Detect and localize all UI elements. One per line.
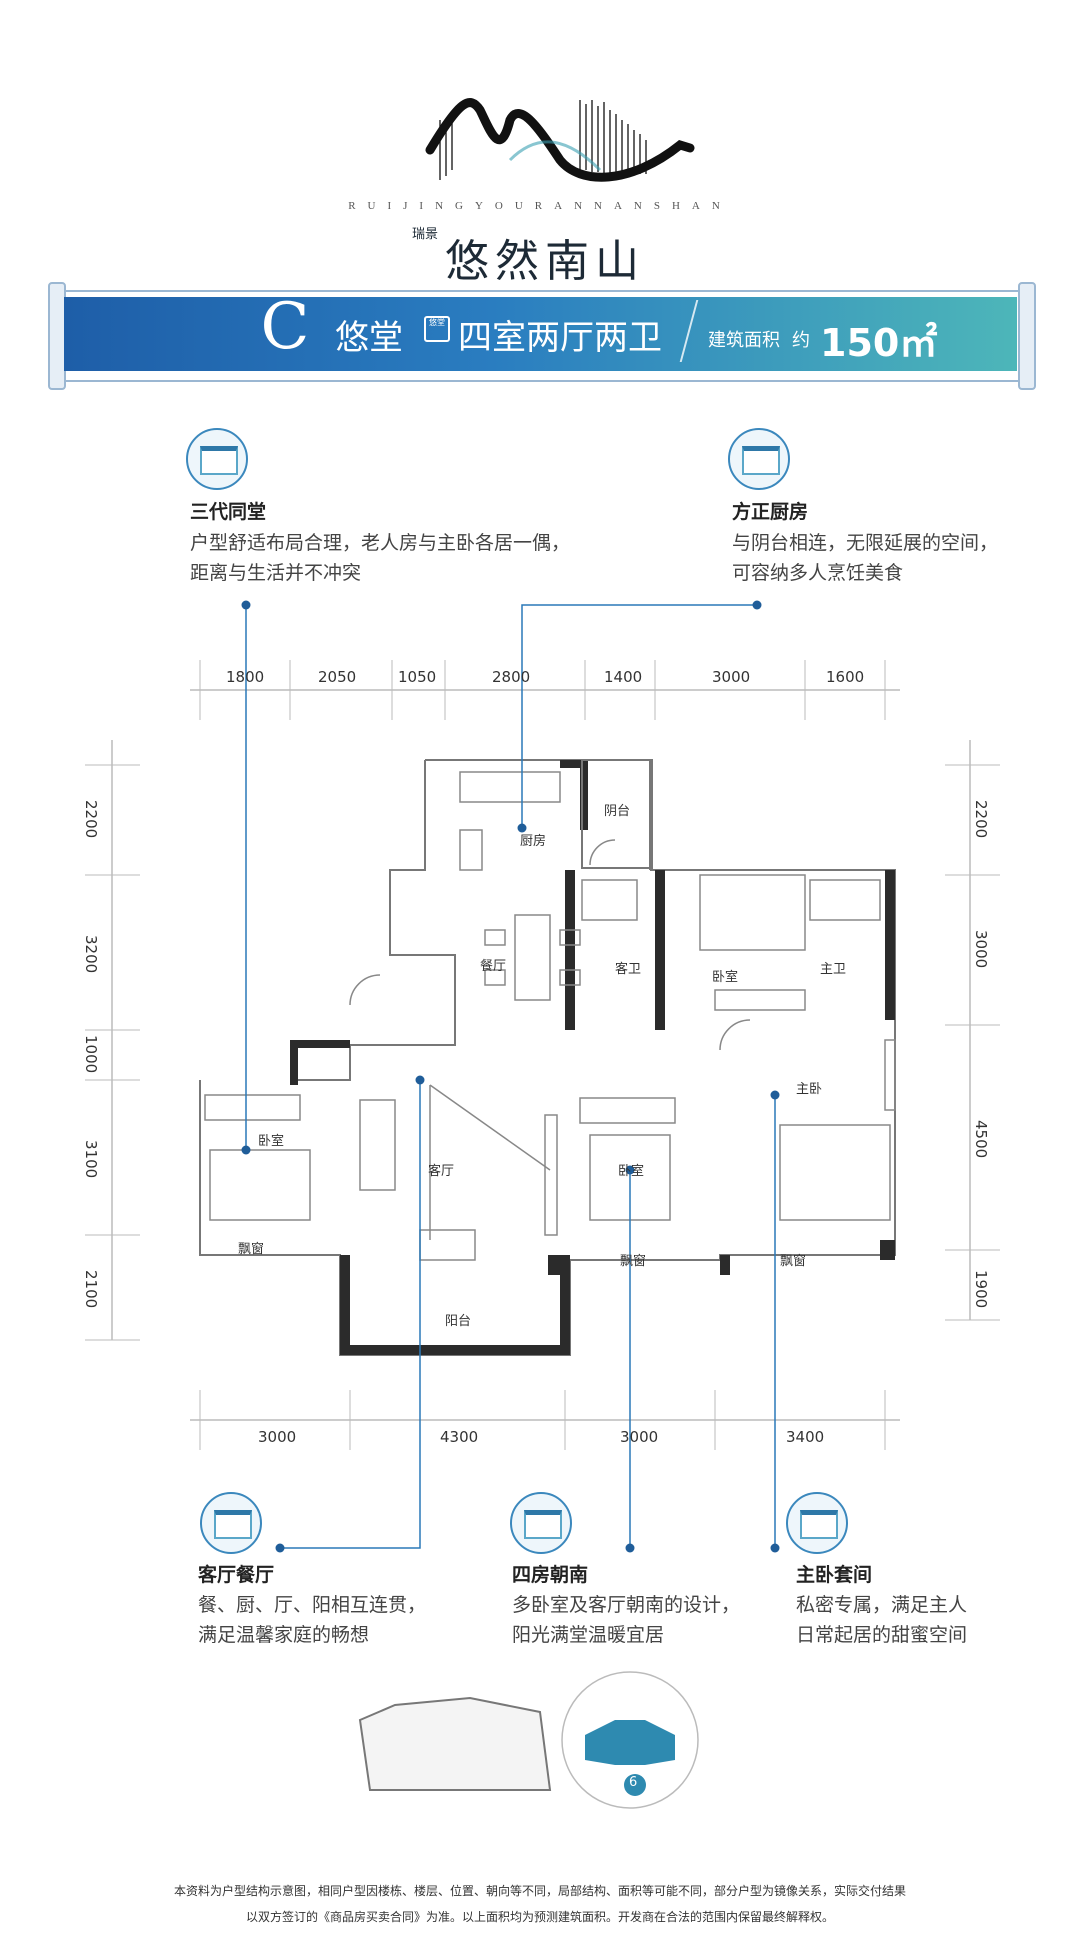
room-south-bedroom: 卧室 xyxy=(618,1164,645,1179)
dim-bottom-2: 4300 xyxy=(440,1428,479,1446)
area-value: 150㎡ xyxy=(820,321,938,365)
furniture xyxy=(204,771,896,1261)
area-approx-icon: 约 xyxy=(792,330,810,351)
room-master-bath: 主卫 xyxy=(820,962,847,977)
bay-window-south: 飘窗 xyxy=(620,1254,647,1269)
feature-title-3: 客厅餐厅 xyxy=(198,1564,275,1586)
dim-top-3: 1050 xyxy=(398,668,437,686)
unit-rooms: 四室两厅两卫 xyxy=(458,318,662,358)
room-south-balcony: 阳台 xyxy=(445,1314,472,1329)
room-kitchen: 厨房 xyxy=(520,834,547,849)
room-guest-bath: 客卫 xyxy=(615,962,642,977)
dim-right-3: 4500 xyxy=(972,1120,990,1159)
dim-right-2: 3000 xyxy=(972,930,990,969)
dimension-lines xyxy=(85,660,1000,1450)
feature-text-1: 户型舒适布局合理，老人房与主卧各居一偶，距离与生活并不冲突 xyxy=(190,532,571,584)
feature-icon-5 xyxy=(786,1492,848,1554)
banner-scroll-right xyxy=(1018,282,1036,390)
bay-window-master: 飘窗 xyxy=(780,1254,807,1269)
room-living: 客厅 xyxy=(428,1164,455,1179)
dim-left-4: 3100 xyxy=(82,1140,100,1179)
dim-bottom-3: 3000 xyxy=(620,1428,659,1446)
feature-icon-4 xyxy=(510,1492,572,1554)
dim-bottom-4: 3400 xyxy=(786,1428,825,1446)
dim-right-1: 2200 xyxy=(972,800,990,839)
room-west-bedroom: 卧室 xyxy=(258,1134,285,1149)
logo-english: RUIJINGYOURANNANSHAN xyxy=(348,200,732,212)
room-master-bedroom: 主卧 xyxy=(796,1082,823,1097)
banner-frame xyxy=(52,290,1029,382)
leader-dots xyxy=(241,600,780,1553)
feature-text-3: 餐、厨、厅、阳相互连贯，满足温馨家庭的畅想 xyxy=(198,1594,427,1646)
room-dining: 餐厅 xyxy=(480,959,507,974)
bay-window-west: 飘窗 xyxy=(238,1242,265,1257)
disclaimer-line-1: 本资料为户型结构示意图，相同户型因楼栋、楼层、位置、朝向等不同，局部结构、面积等… xyxy=(173,1884,906,1898)
feature-icon-1 xyxy=(186,428,248,490)
dim-top-2: 2050 xyxy=(318,668,357,686)
feature-title-1: 三代同堂 xyxy=(190,501,267,523)
site-plan xyxy=(358,1671,699,1809)
logo-sub: 瑞景 xyxy=(412,227,439,242)
dim-left-3: 1000 xyxy=(82,1035,100,1074)
room-north-bedroom: 卧室 xyxy=(712,970,739,985)
area-label: 建筑面积 xyxy=(708,330,780,351)
feature-title-2: 方正厨房 xyxy=(732,501,809,523)
feature-text-2: 与阴台相连，无限延展的空间，可容纳多人烹饪美食 xyxy=(732,532,999,584)
logo-mark xyxy=(425,98,695,182)
unit-name: 悠堂 xyxy=(335,318,403,358)
disclaimer: 本资料为户型结构示意图，相同户型因楼栋、楼层、位置、朝向等不同，局部结构、面积等… xyxy=(0,1878,1080,1930)
dim-top-6: 3000 xyxy=(712,668,751,686)
unit-tag-small: 悠堂 xyxy=(424,316,450,342)
feature-text-4: 多卧室及客厅朝南的设计，阳光满堂温暖宜居 xyxy=(512,1594,741,1646)
dim-right-4: 1900 xyxy=(972,1270,990,1309)
unit-letter: C xyxy=(260,290,310,364)
disclaimer-line-2: 以双方签订的《商品房买卖合同》为准。以上面积均为预测建筑面积。开发商在合法的范围… xyxy=(245,1910,834,1924)
dim-left-5: 2100 xyxy=(82,1270,100,1309)
feature-title-4: 四房朝南 xyxy=(512,1564,589,1586)
room-north-balcony: 阴台 xyxy=(604,804,631,819)
dim-left-2: 3200 xyxy=(82,935,100,974)
feature-title-5: 主卧套间 xyxy=(796,1564,873,1586)
dim-top-1: 1800 xyxy=(226,668,265,686)
feature-text-5: 私密专属，满足主人日常起居的甜蜜空间 xyxy=(796,1594,968,1646)
dim-left-1: 2200 xyxy=(82,800,100,839)
dim-top-7: 1600 xyxy=(826,668,865,686)
site-building-number: 6 xyxy=(629,1775,638,1790)
dim-bottom-1: 3000 xyxy=(258,1428,297,1446)
north-balcony-outline xyxy=(581,759,653,869)
unit-banner xyxy=(64,297,1017,371)
dim-top-4: 2800 xyxy=(492,668,531,686)
feature-icon-2 xyxy=(728,428,790,490)
thick-walls xyxy=(290,760,895,1355)
feature-icon-3 xyxy=(200,1492,262,1554)
leader-lines xyxy=(245,604,776,1549)
dim-top-5: 1400 xyxy=(604,668,643,686)
logo-chinese: 悠然南山 xyxy=(445,236,645,287)
